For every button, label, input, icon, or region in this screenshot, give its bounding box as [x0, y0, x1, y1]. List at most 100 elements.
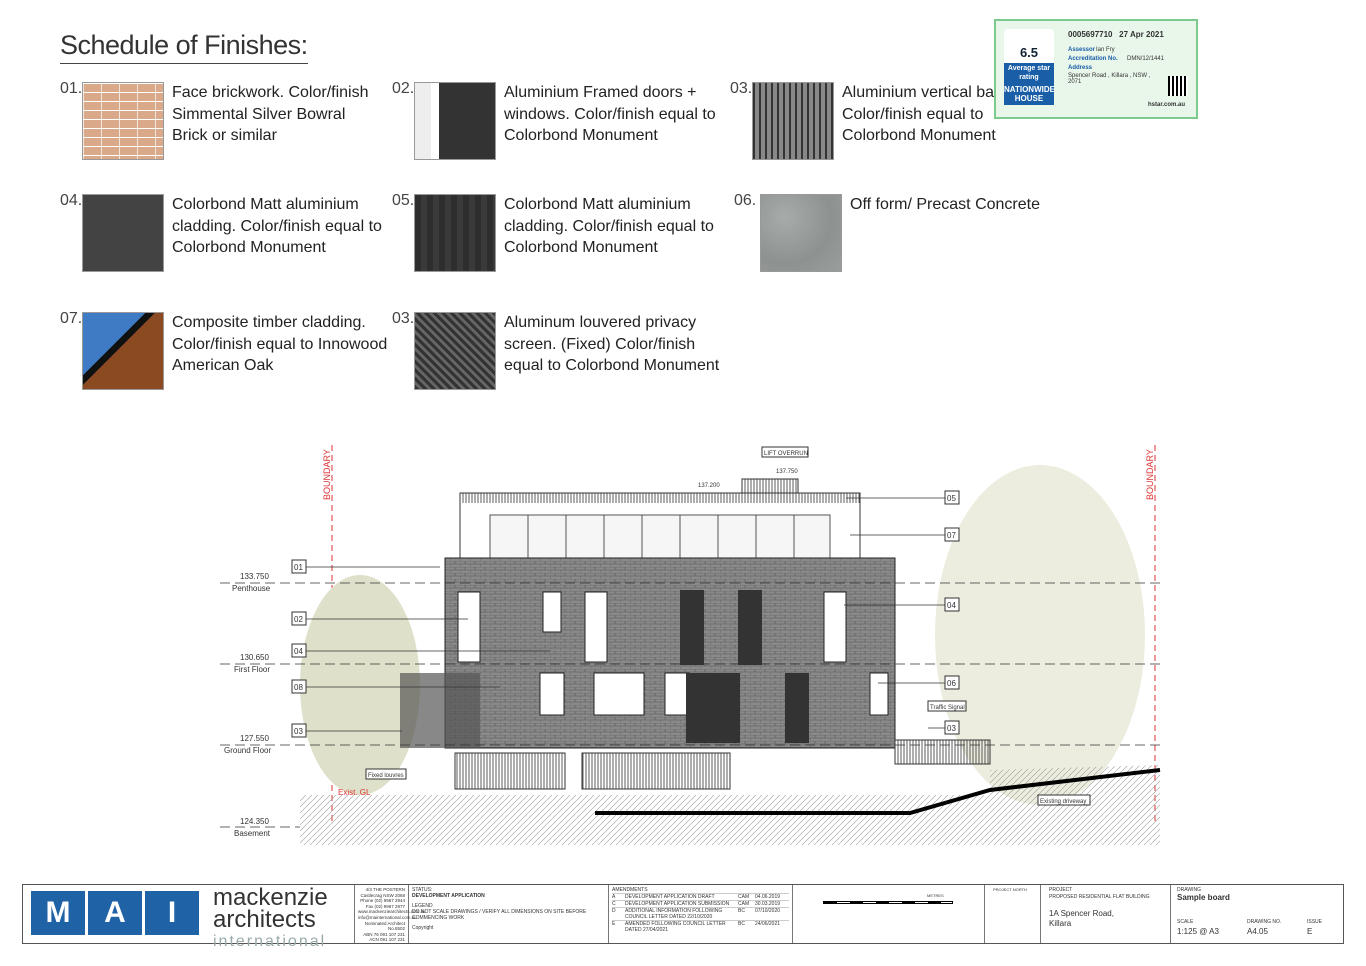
- finish-swatch: [760, 194, 842, 272]
- drawing-cell: DRAWING Sample board SCALE 1:125 @ A3 DR…: [1177, 887, 1323, 936]
- svg-text:133.750: 133.750: [240, 572, 269, 581]
- page-title: Schedule of Finishes:: [60, 30, 308, 64]
- svg-text:Penthouse: Penthouse: [232, 584, 271, 593]
- boundary-label-right: BOUNDARY: [1145, 449, 1155, 500]
- svg-text:Ground Floor: Ground Floor: [224, 746, 271, 755]
- svg-text:04: 04: [294, 647, 303, 656]
- finish-description: Off form/ Precast Concrete: [850, 196, 1040, 213]
- svg-text:137.200: 137.200: [698, 483, 720, 489]
- garage-door: [581, 752, 731, 790]
- finish-description: Aluminium Framed doors +windows. Color/f…: [504, 84, 716, 144]
- tag-leaders-left: [306, 566, 550, 732]
- svg-text:130.650: 130.650: [240, 653, 269, 662]
- tree-left: [300, 575, 420, 795]
- scale-bar-cell: METRES: [793, 885, 985, 943]
- svg-text:04: 04: [947, 601, 956, 610]
- scale-bar: [823, 901, 953, 904]
- finish-description: Composite timber cladding.Color/finish e…: [172, 314, 388, 374]
- finish-swatch: [82, 312, 164, 390]
- star-rating-badge: 6.5 Average star rating NATIONWIDE HOUSE…: [994, 19, 1198, 119]
- lift-overrun: [741, 478, 799, 494]
- finish-swatch: [752, 82, 834, 160]
- address-value: Spencer Road , Killara , NSW , 2071: [1068, 73, 1151, 85]
- firm-cell: M A I mackenzie architects international: [23, 885, 355, 950]
- finish-swatch: [82, 82, 164, 160]
- assessor-label: Assessor: [1068, 47, 1096, 53]
- svg-text:03: 03: [947, 724, 956, 733]
- svg-text:08: 08: [294, 683, 303, 692]
- finish-number: 02.: [392, 80, 415, 97]
- tag-leaders-right: [844, 497, 945, 729]
- finish-number: 03.: [730, 80, 753, 97]
- assessor-value: Ian Fry: [1096, 47, 1115, 53]
- finish-number: 06.: [734, 192, 757, 209]
- svg-text:Existing driveway: Existing driveway: [1040, 799, 1086, 805]
- finish-number: 01.: [60, 80, 83, 97]
- svg-text:05: 05: [947, 494, 956, 503]
- svg-text:Basement: Basement: [234, 829, 271, 838]
- finish-number: 05.: [392, 192, 415, 209]
- svg-text:01: 01: [294, 563, 303, 572]
- elevation-svg: BOUNDARY BOUNDARY: [220, 445, 1161, 845]
- svg-text:03: 03: [294, 727, 303, 736]
- tags-right: 05 07 04 06 03: [944, 490, 960, 735]
- address-label: Address: [1068, 65, 1093, 71]
- finish-number: 07.: [60, 310, 83, 327]
- svg-text:Exist. GL: Exist. GL: [338, 788, 371, 797]
- svg-text:Fixed louvres: Fixed louvres: [368, 773, 404, 779]
- logo-letter: I: [145, 891, 199, 935]
- logo-letter: A: [88, 891, 142, 935]
- qr-code-icon: [1168, 76, 1188, 96]
- penthouse-roof: [460, 493, 860, 503]
- project-cell: PROJECT PROPOSED RESIDENTIAL FLAT BUILDI…: [1041, 885, 1171, 943]
- svg-text:LIFT OVERRUN: LIFT OVERRUN: [764, 451, 808, 457]
- level-lines: [220, 582, 1160, 828]
- tree-right: [935, 465, 1145, 805]
- svg-text:06: 06: [947, 679, 956, 688]
- privacy-screens: [680, 590, 809, 743]
- tags-left: 01 02 04 08 03: [291, 559, 307, 738]
- windows: [457, 591, 889, 716]
- boundary-label-left: BOUNDARY: [322, 449, 332, 500]
- rating-score: 6.5: [1019, 45, 1039, 60]
- fence: [894, 739, 991, 765]
- logo-letter: M: [31, 891, 85, 935]
- firm-name: mackenzie architects international: [213, 884, 328, 951]
- mai-logo: M A I: [31, 891, 199, 935]
- finish-swatch: [82, 194, 164, 272]
- title-block: M A I mackenzie architects international…: [22, 884, 1344, 950]
- svg-text:02: 02: [294, 615, 303, 624]
- rating-id: 0005697710 27 Apr 2021: [1068, 30, 1164, 39]
- finish-number: 04.: [60, 192, 83, 209]
- finish-swatch: [414, 82, 496, 160]
- north-cell: PROJECT NORTH: [985, 885, 1041, 943]
- rating-website: hstar.com.au: [1148, 102, 1186, 108]
- rating-average-label: Average star rating: [1004, 63, 1054, 83]
- penthouse-glazing: [489, 514, 831, 559]
- ground-hatch: [300, 765, 1160, 845]
- main-building: [444, 557, 896, 749]
- status-cell: STATUS: DEVELOPMENT APPLICATION LEGEND D…: [409, 885, 609, 943]
- finish-number: 03.: [392, 310, 415, 327]
- annotations: LIFT OVERRUN 137.750 137.200 Exist. GL F…: [338, 446, 1091, 806]
- basement-louvres: [454, 752, 566, 790]
- svg-text:137.750: 137.750: [776, 469, 798, 475]
- finish-swatch: [414, 312, 496, 390]
- svg-text:07: 07: [947, 531, 956, 540]
- driveway-line: [595, 768, 1161, 815]
- rating-seal: 6.5 Average star rating NATIONWIDE HOUSE: [1004, 29, 1055, 105]
- accreditation-value: DMN/12/1441: [1127, 56, 1165, 62]
- finish-swatch: [414, 194, 496, 272]
- elevation-drawing: BOUNDARY BOUNDARY: [210, 435, 1170, 855]
